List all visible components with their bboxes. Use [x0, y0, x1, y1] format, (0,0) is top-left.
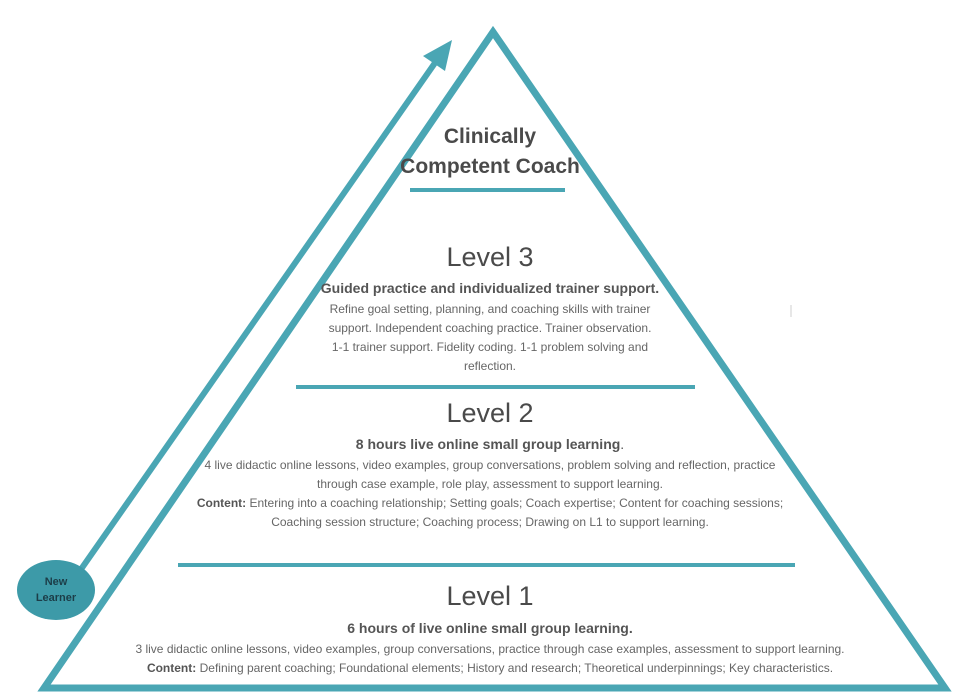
level2-content-text1: Entering into a coaching relationship; S… — [246, 496, 784, 510]
top-title-line2: Competent Coach — [400, 155, 580, 178]
level2-content-line1: Content: Entering into a coaching relati… — [170, 494, 810, 513]
pyramid-outline — [37, 25, 952, 692]
level3-body: Refine goal setting, planning, and coach… — [300, 300, 680, 376]
level3-subtitle: Guided practice and individualized train… — [320, 280, 660, 296]
level3-body-line: Refine goal setting, planning, and coach… — [329, 302, 651, 316]
level3-body-line: 1-1 trainer support. Fidelity coding. 1-… — [331, 340, 649, 354]
level3-body-line: reflection. — [463, 359, 517, 373]
level1-body: 3 live didactic online lessons, video ex… — [100, 640, 880, 678]
level1-title: Level 1 — [446, 581, 534, 611]
new-learner-badge — [17, 560, 95, 620]
level2-body-line: through case example, role play, assessm… — [317, 477, 663, 491]
level2-subtitle: 8 hours live online small group learning — [355, 436, 621, 452]
level2-content-line2: Coaching session structure; Coaching pro… — [271, 515, 709, 529]
level3-title: Level 3 — [446, 242, 534, 272]
level1-subtitle: 6 hours of live online small group learn… — [347, 620, 633, 636]
level3-body-line: support. Independent coaching practice. … — [328, 321, 652, 335]
progress-arrow-head — [423, 40, 452, 71]
level2-subtitle-suffix: . — [620, 436, 625, 452]
level2-body: 4 live didactic online lessons, video ex… — [170, 456, 810, 532]
new-learner-line1: New — [44, 576, 68, 588]
level2-subtitle-wrap: 8 hours live online small group learning… — [240, 434, 740, 454]
level2-content-label: Content: — [196, 496, 247, 510]
level1-body-line: 3 live didactic online lessons, video ex… — [135, 642, 845, 656]
level2-body-line: 4 live didactic online lessons, video ex… — [204, 458, 776, 472]
level1-content-line: Content: Defining parent coaching; Found… — [100, 659, 880, 678]
top-title-line1: Clinically — [443, 125, 537, 148]
level2-title: Level 2 — [446, 398, 534, 428]
level1-content-text: Defining parent coaching; Foundational e… — [196, 661, 834, 675]
level1-content-label: Content: — [146, 661, 197, 675]
new-learner-line2: Learner — [35, 592, 77, 604]
progress-arrow-shaft — [67, 58, 440, 587]
new-learner-label: New Learner — [20, 574, 92, 606]
top-title: Clinically Competent Coach — [340, 122, 640, 182]
